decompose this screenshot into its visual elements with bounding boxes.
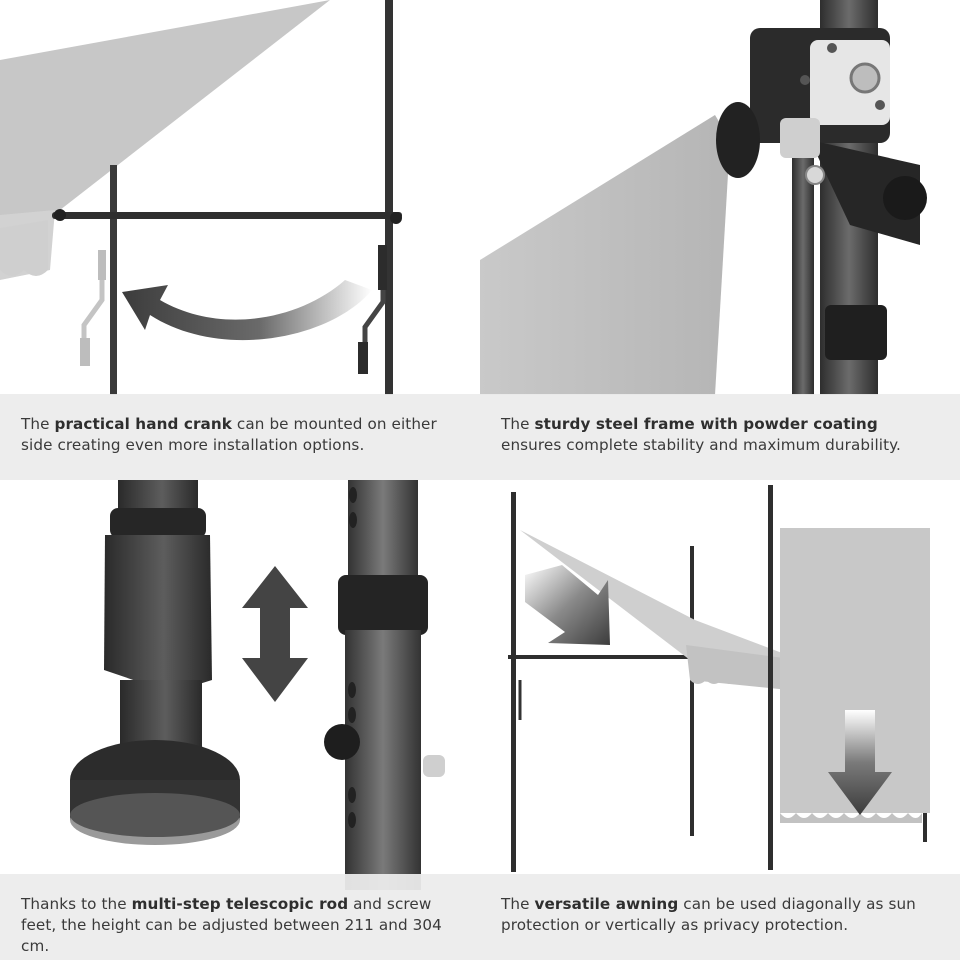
panel-telescopic-rod: Thanks to the multi-step telescopic rod …	[0, 480, 480, 960]
diag-pole-left	[511, 492, 516, 872]
down-arrow-icon	[828, 710, 892, 815]
right-pole	[385, 0, 393, 395]
panel-versatile-awning: The versatile awning can be used diagona…	[480, 480, 960, 960]
telescopic-rod	[345, 630, 421, 890]
awning-fabric	[0, 0, 330, 230]
roller-cap	[716, 102, 760, 178]
panel-hand-crank: The practical hand crank can be mounted …	[0, 0, 480, 480]
bolt-icon	[849, 62, 881, 94]
telescopic-rod-illustration	[70, 480, 445, 890]
diag-awning-fabric	[520, 530, 840, 675]
curved-arrow-icon	[122, 280, 372, 341]
bracket-plate	[810, 40, 890, 125]
vert-pole-left	[768, 485, 773, 870]
diagonal-arrow-icon	[525, 565, 610, 645]
double-arrow-icon	[242, 566, 308, 702]
diag-pole-right	[690, 546, 694, 836]
caption-versatile-awning: The versatile awning can be used diagona…	[480, 874, 960, 960]
left-pole	[110, 165, 117, 395]
bracket-knob	[883, 176, 927, 220]
awning-fabric	[480, 115, 730, 395]
crank-left	[98, 250, 106, 280]
hand-crank-illustration	[0, 0, 402, 395]
rod-joint	[780, 118, 820, 158]
rod-collar	[338, 575, 428, 635]
support-arm	[52, 212, 402, 219]
pole-collar	[825, 305, 887, 360]
adjust-knob	[324, 724, 360, 760]
thin-rod	[792, 150, 814, 395]
crank-right	[378, 245, 387, 290]
caption-hand-crank: The practical hand crank can be mounted …	[0, 394, 480, 480]
caption-steel-frame: The sturdy steel frame with powder coati…	[480, 394, 960, 480]
versatile-awning-illustration	[508, 485, 930, 872]
steel-frame-illustration	[480, 0, 927, 395]
caption-telescopic-rod: Thanks to the multi-step telescopic rod …	[0, 874, 480, 960]
screw-foot-body	[104, 535, 212, 690]
locking-pin	[423, 755, 445, 777]
panel-steel-frame: The sturdy steel frame with powder coati…	[480, 0, 960, 480]
